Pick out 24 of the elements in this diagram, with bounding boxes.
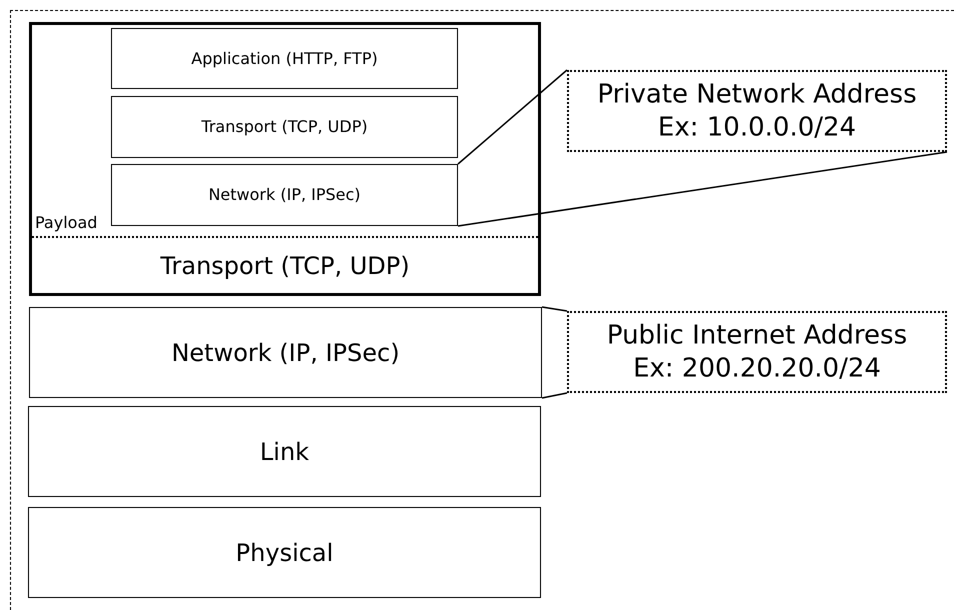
protocol-layer-box — [29, 307, 542, 398]
protocol-layer-box — [28, 406, 541, 497]
layer-label: Physical — [236, 538, 334, 568]
protocol-layer-box — [29, 22, 541, 296]
projection-line — [542, 392, 568, 399]
protocol-layer-box — [111, 164, 458, 226]
layer-label: Public Internet Address Ex: 200.20.20.0/24 — [606, 320, 908, 384]
projection-line — [458, 69, 568, 165]
projection-line — [542, 306, 568, 312]
layer-label: Network (IP, IPSec) — [208, 185, 361, 205]
address-callout-box — [567, 70, 947, 152]
address-callout-box — [567, 311, 947, 393]
layer-label: Link — [260, 436, 310, 466]
layer-label: Application (HTTP, FTP) — [191, 48, 378, 68]
layer-label: Transport (TCP, UDP) — [160, 251, 410, 281]
payload-region — [32, 25, 538, 238]
protocol-layer-box — [28, 507, 541, 598]
protocol-layer-box — [111, 96, 458, 158]
projection-line — [458, 151, 948, 227]
layer-label: Payload — [35, 213, 98, 233]
layer-label: Network (IP, IPSec) — [171, 338, 400, 368]
protocol-layer-box — [111, 28, 458, 89]
layer-label: Private Network Address Ex: 10.0.0.0/24 — [596, 78, 918, 144]
layer-label: Transport (TCP, UDP) — [201, 117, 368, 137]
